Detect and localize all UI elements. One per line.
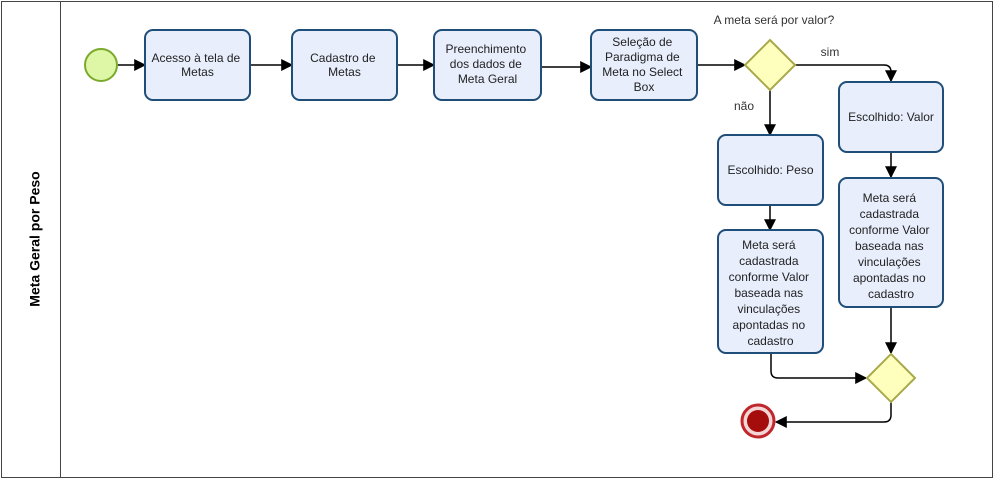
task-acesso[interactable]: Acesso à tela de Metas	[144, 29, 251, 101]
end-event-icon	[740, 403, 776, 439]
task-cadastro-label: Cadastro de Metas	[310, 51, 379, 79]
task-preenchimento-label: Preenchimento dos dados de Meta Geral	[445, 42, 529, 86]
merge-gateway-icon	[865, 352, 917, 404]
task-escolhido-peso[interactable]: Escolhido: Peso	[717, 134, 824, 206]
task-cadastro-peso-label: Meta será cadastrada conforme Valor base…	[729, 238, 813, 348]
task-acesso-label: Acesso à tela de Metas	[151, 51, 243, 79]
task-escolhido-peso-label: Escolhido: Peso	[727, 163, 813, 177]
task-cadastro[interactable]: Cadastro de Metas	[291, 29, 398, 101]
task-preenchimento[interactable]: Preenchimento dos dados de Meta Geral	[433, 29, 542, 101]
edge-gateway-sim	[794, 64, 897, 83]
task-cadastro-peso[interactable]: Meta será cadastrada conforme Valor base…	[717, 229, 824, 354]
task-escolhido-valor[interactable]: Escolhido: Valor	[838, 81, 944, 153]
edge-label-nao: não	[734, 99, 754, 113]
task-selecao-label: Seleção de Paradigma de Meta no Select B…	[602, 35, 685, 94]
edge-merge-end	[774, 402, 892, 428]
start-event-icon	[84, 48, 118, 82]
exclusive-gateway-icon	[743, 38, 797, 92]
task-cadastro-valor[interactable]: Meta será cadastrada conforme Valor base…	[838, 177, 944, 308]
task-cadastro-valor-label: Meta será cadastrada conforme Valor base…	[849, 191, 933, 301]
lane-label: Meta Geral por Peso	[27, 171, 43, 306]
edge-label-sim: sim	[821, 45, 840, 59]
task-selecao[interactable]: Seleção de Paradigma de Meta no Select B…	[590, 29, 698, 101]
gateway-question-label: A meta será por valor?	[714, 13, 835, 27]
edges	[118, 59, 897, 428]
task-escolhido-valor-label: Escolhido: Valor	[848, 110, 934, 124]
edge-cadastro-peso-merge	[770, 353, 868, 384]
